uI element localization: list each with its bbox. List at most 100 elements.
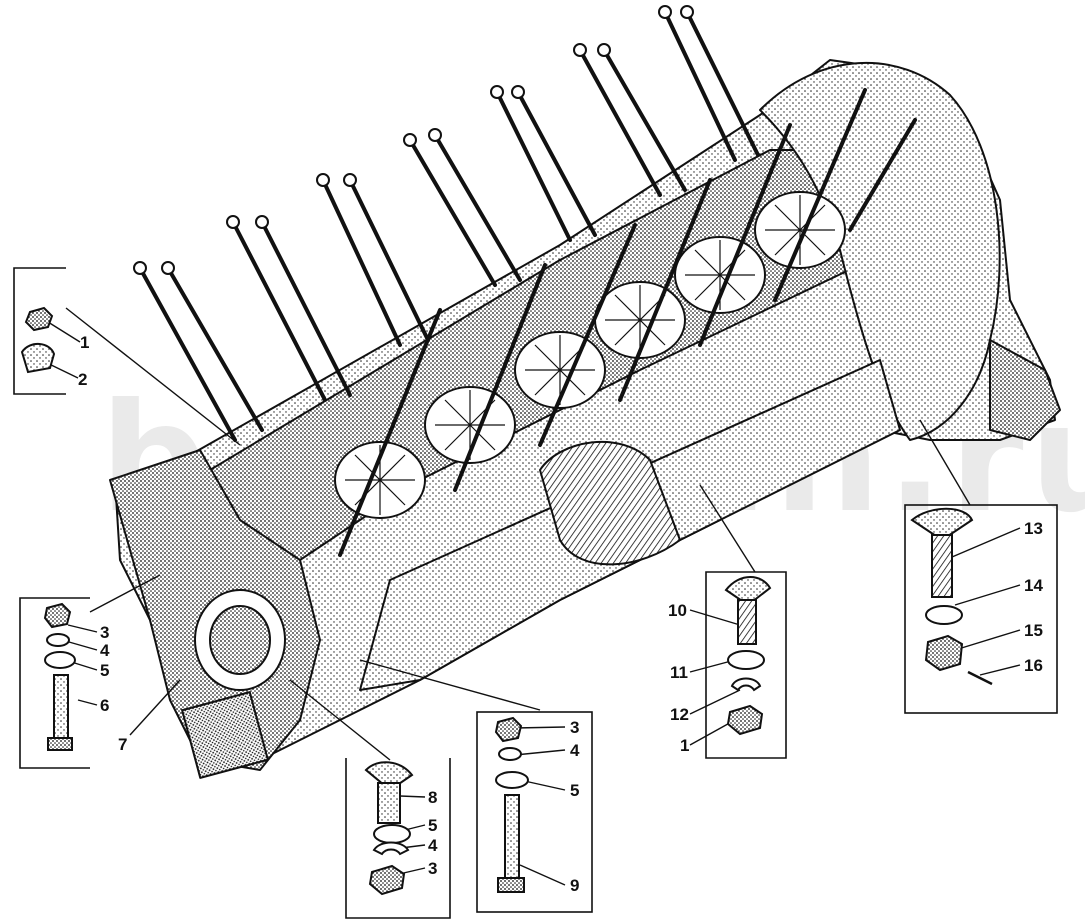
callout-8: 8 <box>428 788 437 807</box>
head-stud <box>166 266 264 432</box>
section-tab-icon <box>724 576 772 607</box>
head-stud <box>698 123 792 347</box>
bolt-icon <box>377 782 401 824</box>
detail-frame-c <box>345 758 451 919</box>
section-tab-icon <box>910 507 974 542</box>
callout-10: 10 <box>668 601 687 620</box>
detail-frame-b <box>19 597 90 769</box>
stud-nut-icon <box>490 85 504 99</box>
callout-2: 2 <box>78 370 87 389</box>
flat-washer-icon <box>373 824 411 844</box>
section-tab-icon <box>364 761 414 792</box>
circlip-icon <box>730 677 762 692</box>
bolt-icon <box>931 534 953 598</box>
callout-15: 15 <box>1024 621 1043 640</box>
head-stud <box>538 223 637 447</box>
head-stud <box>321 178 402 347</box>
head-stud <box>685 10 760 157</box>
stud-nut-icon <box>403 133 417 147</box>
stud-nut-icon <box>597 43 611 57</box>
callout-4: 4 <box>428 836 438 855</box>
cylinder-studs-left <box>138 10 760 442</box>
mount-foot <box>989 339 1061 441</box>
head-stud <box>260 220 352 397</box>
stud-nut-icon <box>573 43 587 57</box>
callout-6: 6 <box>100 696 109 715</box>
flat-washer-icon <box>495 771 529 789</box>
castle-nut-icon <box>924 634 964 672</box>
callout-11: 11 <box>670 663 688 682</box>
lock-plate-icon <box>20 343 56 374</box>
flat-washer-icon <box>727 650 765 670</box>
stud-nut-icon <box>226 215 240 229</box>
callout-4: 4 <box>570 741 580 760</box>
callout-4: 4 <box>100 641 110 660</box>
stud-nut-icon <box>343 173 357 187</box>
hex-nut-icon <box>726 704 764 736</box>
head-stud <box>338 308 442 557</box>
detail-frame-a <box>13 267 66 395</box>
stud-icon <box>53 674 69 741</box>
stud-nut-icon <box>316 173 330 187</box>
spring-washer-icon <box>372 841 410 856</box>
flat-washer-icon <box>925 605 963 625</box>
callout-labels: 1 2 3 4 5 6 7 8 5 4 3 3 4 5 9 10 11 12 1… <box>78 333 1043 895</box>
hex-nut-icon <box>494 716 523 743</box>
callout-3: 3 <box>100 623 109 642</box>
callout-3: 3 <box>570 718 579 737</box>
head-stud <box>618 178 712 402</box>
bearing-tunnel <box>539 440 681 566</box>
head-stud <box>138 266 237 442</box>
hex-nut-icon <box>43 602 72 629</box>
callout-12: 12 <box>670 705 689 724</box>
head-stud <box>495 90 572 242</box>
stud-nut-icon <box>133 261 147 275</box>
callout-5: 5 <box>428 816 437 835</box>
bolt-icon <box>737 599 757 645</box>
head-stud <box>348 178 430 342</box>
callout-1: 1 <box>80 333 89 352</box>
callout-14: 14 <box>1024 576 1043 595</box>
detail-frame-e <box>705 571 787 759</box>
callout-13: 13 <box>1024 519 1043 538</box>
detail-frames <box>13 267 1058 919</box>
spring-washer-icon <box>498 747 522 761</box>
callout-7: 7 <box>118 735 127 754</box>
stud-icon <box>504 794 520 881</box>
head-stud <box>773 88 867 302</box>
head-stud <box>453 263 547 492</box>
flat-washer-icon <box>44 651 76 669</box>
stud-nut-icon <box>161 261 175 275</box>
detail-frame-f <box>904 504 1058 714</box>
stud-nut-icon <box>428 128 442 142</box>
callout-5: 5 <box>100 661 109 680</box>
callout-5: 5 <box>570 781 579 800</box>
head-stud <box>516 90 597 237</box>
callout-3: 3 <box>428 859 437 878</box>
spring-washer-icon <box>46 633 70 647</box>
head-stud <box>408 138 497 287</box>
hex-nut-icon <box>368 864 406 896</box>
head-stud <box>663 10 737 162</box>
callout-16: 16 <box>1024 656 1043 675</box>
cylinder-studs-right <box>338 88 917 557</box>
stud-nut-icon <box>658 5 672 19</box>
hex-nut-icon <box>24 306 54 332</box>
head-stud <box>848 118 917 232</box>
accessory-box <box>181 691 269 779</box>
stud-head-icon <box>47 737 73 751</box>
callout-9: 9 <box>570 876 579 895</box>
head-stud <box>602 48 687 192</box>
stud-nut-icon <box>680 5 694 19</box>
callout-1: 1 <box>680 736 689 755</box>
stud-nut-icon <box>511 85 525 99</box>
head-stud <box>231 220 327 402</box>
stud-head-icon <box>497 877 525 893</box>
cotter-pin-icon <box>967 670 993 686</box>
head-stud <box>578 48 662 197</box>
detail-frame-d <box>476 711 593 913</box>
head-stud <box>433 133 522 282</box>
stud-nut-icon <box>255 215 269 229</box>
engine-block <box>109 59 1061 779</box>
